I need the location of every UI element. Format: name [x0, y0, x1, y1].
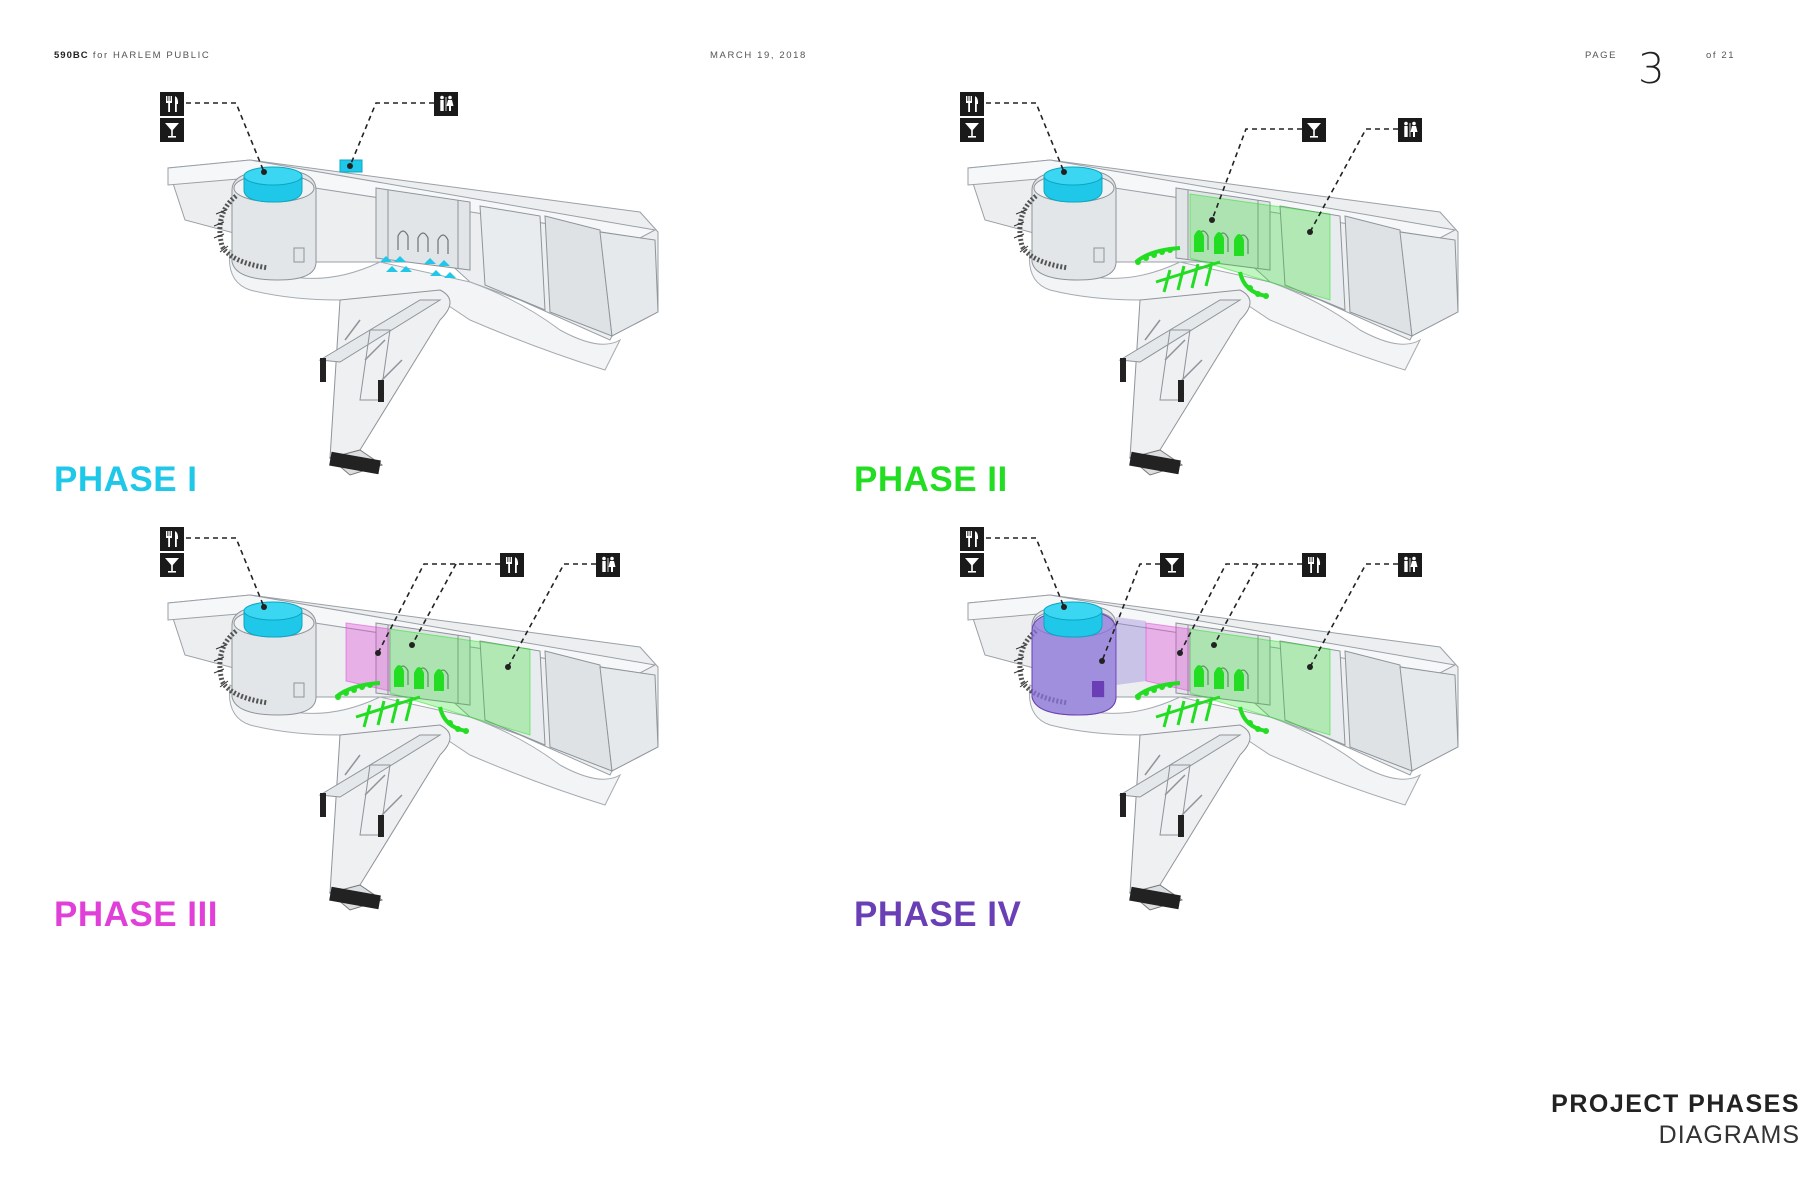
cocktail-icon [960, 118, 984, 142]
restroom-icon [596, 553, 620, 577]
cocktail-icon [1160, 553, 1184, 577]
cocktail-icon [160, 118, 184, 142]
firm-name: 590BC [54, 50, 89, 61]
phase-2-label: PHASE II [854, 460, 1008, 499]
page-total: of 21 [1706, 50, 1736, 61]
phase-4-panel: PHASE IV [800, 490, 1560, 970]
header-firm: 590BC for HARLEM PUBLIC [54, 50, 210, 61]
phase-4-label: PHASE IV [854, 895, 1022, 934]
page-number: 3 [1638, 44, 1665, 93]
restroom-icon [434, 92, 458, 116]
page-label: PAGE [1585, 50, 1618, 61]
phase-3-diagram [160, 527, 760, 970]
phase-1-diagram [160, 92, 760, 535]
cocktail-icon [960, 553, 984, 577]
phase-3-label: PHASE III [54, 895, 218, 934]
fork-knife-icon [960, 527, 984, 551]
fork-knife-icon [500, 553, 524, 577]
phase-1-panel: PHASE I [0, 55, 760, 535]
fork-knife-icon [160, 92, 184, 116]
phase-2-panel: PHASE II [800, 55, 1560, 535]
cocktail-icon [160, 553, 184, 577]
fork-knife-icon [160, 527, 184, 551]
header-date: MARCH 19, 2018 [710, 50, 807, 61]
fork-knife-icon [1302, 553, 1326, 577]
phase-2-diagram [960, 92, 1560, 535]
phase-3-panel: PHASE III [0, 490, 760, 970]
phase-4-diagram [960, 527, 1560, 970]
fork-knife-icon [960, 92, 984, 116]
restroom-icon [1398, 118, 1422, 142]
restroom-icon [1398, 553, 1422, 577]
footer-subtitle: DIAGRAMS [1658, 1121, 1800, 1149]
phase-1-label: PHASE I [54, 460, 198, 499]
footer-title-block: PROJECT PHASES DIAGRAMS [1551, 1090, 1800, 1150]
client-name: for HARLEM PUBLIC [92, 50, 211, 61]
cocktail-icon [1302, 118, 1326, 142]
footer-title: PROJECT PHASES [1551, 1090, 1800, 1118]
